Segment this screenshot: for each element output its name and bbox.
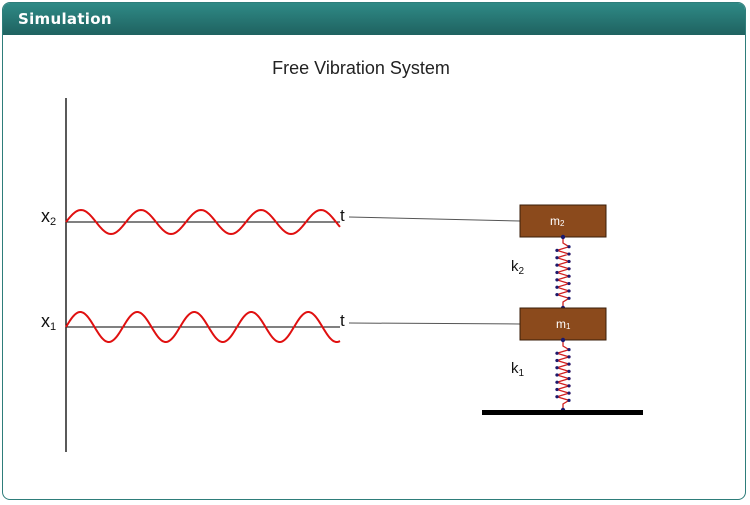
spring-node <box>555 278 559 282</box>
spring-nodes-k1 <box>555 337 571 413</box>
spring-node <box>555 351 559 355</box>
spring-node <box>567 281 571 286</box>
spring-node <box>567 355 571 359</box>
spring-node <box>555 248 559 252</box>
spring-node <box>567 274 571 278</box>
spring-node <box>567 267 571 271</box>
simulation-title: Free Vibration System <box>272 58 450 78</box>
mass-label-m1: m1 <box>556 317 571 331</box>
spring-k1: k1 <box>511 337 572 413</box>
spring-node <box>560 337 566 343</box>
axis-label-x1: x1 <box>41 311 56 333</box>
panel-header: Simulation <box>3 3 745 35</box>
time-label-x2: t <box>340 206 345 225</box>
spring-node <box>567 391 571 395</box>
spring-node <box>555 366 559 370</box>
spring-node <box>555 285 559 289</box>
spring-node <box>567 398 571 402</box>
spring-coil-k2 <box>554 237 572 308</box>
mass-m1: m1 <box>519 307 607 341</box>
spring-node <box>555 395 559 399</box>
ground-base <box>482 410 643 415</box>
trace-x2: x2 t <box>41 206 521 236</box>
axis-label-x2: x2 <box>41 206 56 228</box>
spring-node <box>567 252 571 256</box>
spring-node <box>555 293 559 297</box>
link-line-m2 <box>348 216 521 222</box>
spring-nodes-k2 <box>555 234 571 311</box>
spring-node <box>555 373 559 377</box>
spring-label-k1: k1 <box>511 360 525 379</box>
spring-coil-k1 <box>554 340 572 410</box>
spring-node <box>567 362 571 366</box>
spring-node <box>555 263 559 267</box>
spring-label-k2: k2 <box>511 258 525 277</box>
time-label-x1: t <box>340 311 345 330</box>
spring-node <box>555 256 559 260</box>
link-line-m1 <box>348 322 521 325</box>
mass-block-m1 <box>519 307 607 341</box>
trace-x1: x1 t <box>41 311 521 343</box>
spring-node <box>555 358 559 363</box>
spring-node <box>555 387 559 392</box>
spring-node <box>567 377 571 381</box>
mass-label-m2: m2 <box>550 214 565 228</box>
spring-node <box>567 348 571 352</box>
spring-node <box>567 296 571 300</box>
simulation-canvas: Free Vibration System x2 t x1 t <box>41 58 643 452</box>
spring-node <box>567 289 571 293</box>
panel-title: Simulation <box>18 10 112 28</box>
spring-node <box>567 384 571 388</box>
mass-m2: m2 <box>519 204 607 238</box>
spring-node <box>555 270 559 275</box>
spring-node <box>567 369 571 373</box>
response-wave-x2 <box>65 208 341 236</box>
spring-node <box>567 245 571 249</box>
spring-node <box>555 380 559 384</box>
response-wave-x1 <box>65 311 341 343</box>
spring-node <box>567 259 571 264</box>
simulation-panel: Simulation Free Vibration System x2 t x1… <box>2 2 746 500</box>
spring-k2: k2 <box>511 234 572 311</box>
spring-node <box>560 234 566 240</box>
